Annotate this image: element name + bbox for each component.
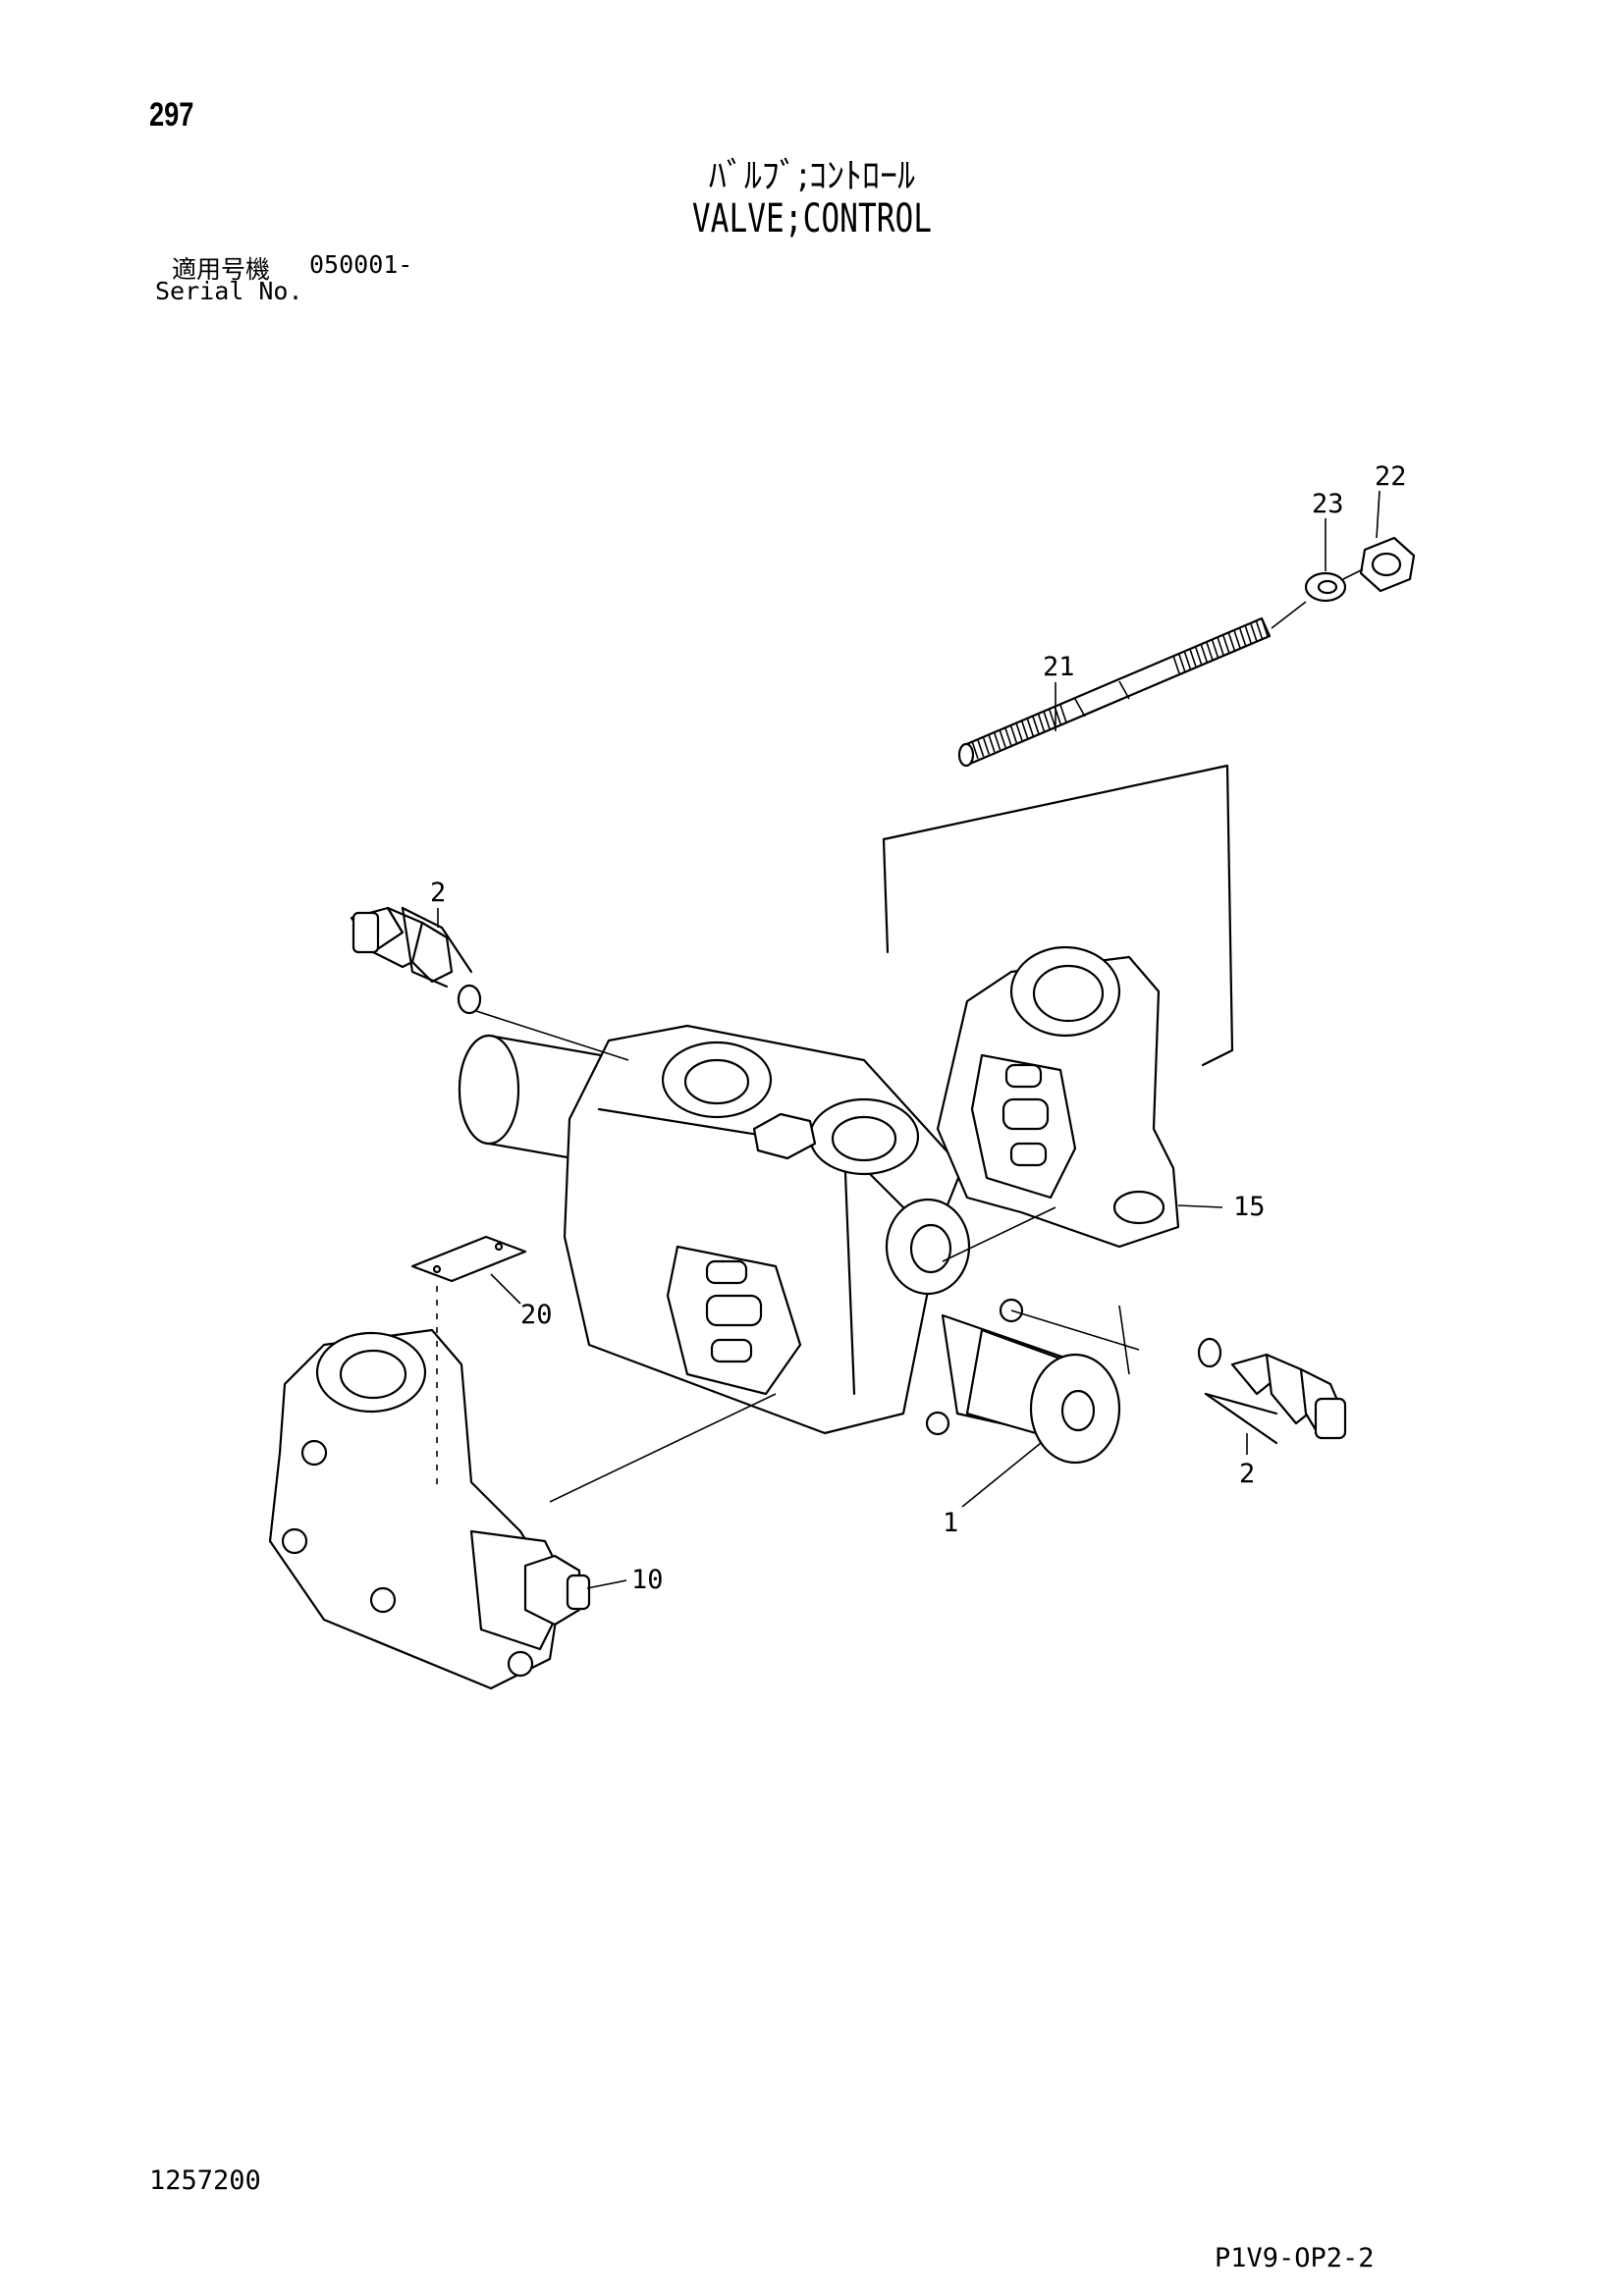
outlet-section-part-10 <box>268 1328 591 1690</box>
valve-body-part-1 <box>458 1024 1121 1465</box>
callout-10: 10 <box>631 1565 664 1595</box>
callout-23: 23 <box>1312 489 1344 519</box>
name-plate-part-20 <box>410 1235 527 1283</box>
thread-mark <box>976 738 985 757</box>
thread-mark <box>1194 646 1203 665</box>
thread-mark <box>1249 622 1258 642</box>
lock-washer-part-23 <box>1304 571 1347 603</box>
serial-number-range: 050001- <box>309 250 413 279</box>
thread-mark <box>1003 726 1012 746</box>
thread-mark <box>1221 634 1230 653</box>
thread-mark <box>1015 722 1023 741</box>
title-english: VALVE;CONTROL <box>691 196 933 241</box>
thread-mark <box>999 729 1006 748</box>
thread-mark <box>1043 711 1051 730</box>
inlet-section-part-15 <box>936 945 1180 1249</box>
relief-valve-part-2-upper <box>350 906 454 984</box>
thread-mark <box>1037 713 1046 732</box>
thread-mark <box>1189 648 1197 667</box>
callout-2-lower: 2 <box>1239 1459 1255 1489</box>
document-number: 1257200 <box>149 2165 261 2196</box>
thread-mark <box>1032 716 1040 734</box>
thread-mark <box>1205 641 1214 661</box>
thread-mark <box>1009 724 1018 744</box>
hex-nut-part-22 <box>1359 536 1416 593</box>
callout-1: 1 <box>943 1508 958 1538</box>
title-japanese: ﾊﾞﾙﾌﾞ;ｺﾝﾄﾛｰﾙ <box>708 156 916 196</box>
tie-rod-part-21 <box>957 616 1272 768</box>
thread-mark <box>971 740 979 760</box>
page-code: P1V9-OP2-2 <box>1215 2243 1375 2273</box>
callout-15: 15 <box>1233 1192 1266 1222</box>
thread-mark <box>1217 636 1224 656</box>
thread-mark <box>1026 718 1035 737</box>
thread-mark <box>1172 655 1180 674</box>
thread-mark <box>1255 620 1264 639</box>
thread-mark <box>1227 631 1236 651</box>
thread-mark <box>988 733 996 753</box>
thread-mark <box>1200 643 1208 663</box>
thread-mark <box>1244 624 1252 644</box>
page-number: 297 <box>149 96 194 133</box>
thread-mark <box>1233 629 1241 649</box>
thread-mark <box>1059 704 1067 723</box>
o-ring-part-2-lower <box>1197 1337 1222 1368</box>
callout-22: 22 <box>1375 461 1407 492</box>
thread-mark <box>1020 720 1029 739</box>
thread-mark <box>982 736 991 755</box>
serial-label-english: Serial No. <box>155 277 303 305</box>
callout-2-upper: 2 <box>430 878 446 908</box>
thread-mark <box>1177 653 1186 671</box>
relief-valve-part-2-lower <box>1230 1353 1347 1440</box>
serial-label-japanese: 適用号機 <box>172 255 271 284</box>
thread-mark <box>1048 709 1056 727</box>
o-ring-part-2-upper <box>457 984 482 1015</box>
thread-mark <box>993 731 1001 751</box>
thread-mark <box>1211 639 1219 658</box>
thread-mark <box>1261 617 1269 637</box>
callout-20: 20 <box>520 1300 553 1330</box>
callout-21: 21 <box>1043 652 1075 682</box>
thread-mark <box>1238 627 1247 646</box>
thread-mark <box>1183 650 1192 669</box>
